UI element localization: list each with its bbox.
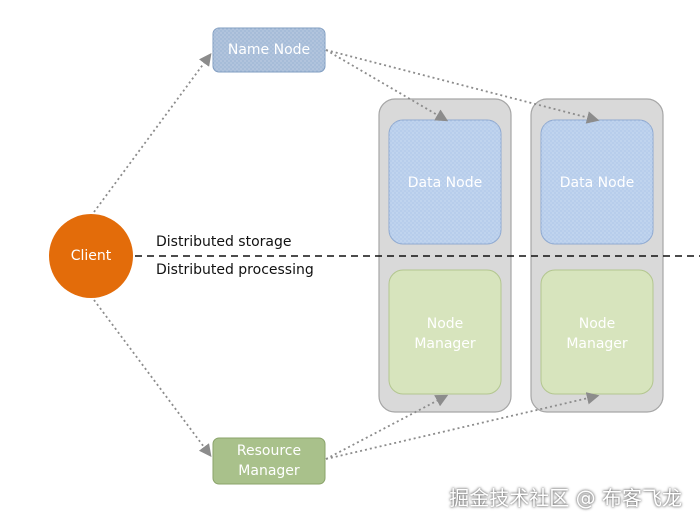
node-manager-1-box [388,269,502,395]
name-node-label: Name Node [227,42,311,58]
distributed-storage-label: Distributed storage [156,234,292,250]
client-to-namenode-arrow [93,52,212,213]
resource-manager-box [212,437,326,485]
namenode-to-datanode-2-arrow [325,49,600,124]
namenode-to-datanode-1-arrow [325,49,449,122]
watermark: 掘金技术社区 @ 布客飞龙 [449,486,682,510]
resourcemanager-to-nodemanager-2-arrow [325,392,600,460]
distributed-processing-label: Distributed processing [156,262,314,278]
client-label: Client [70,248,112,264]
resource-manager-label: Resource Manager [236,443,302,479]
client-to-resourcemanager-arrow [93,299,212,458]
node-manager-2-label: Node Manager [566,316,628,352]
client-circle [49,214,133,298]
data-node-1-label: Data Node [407,175,483,191]
data-node-2-label: Data Node [559,175,635,191]
node-manager-1-label: Node Manager [414,316,476,352]
